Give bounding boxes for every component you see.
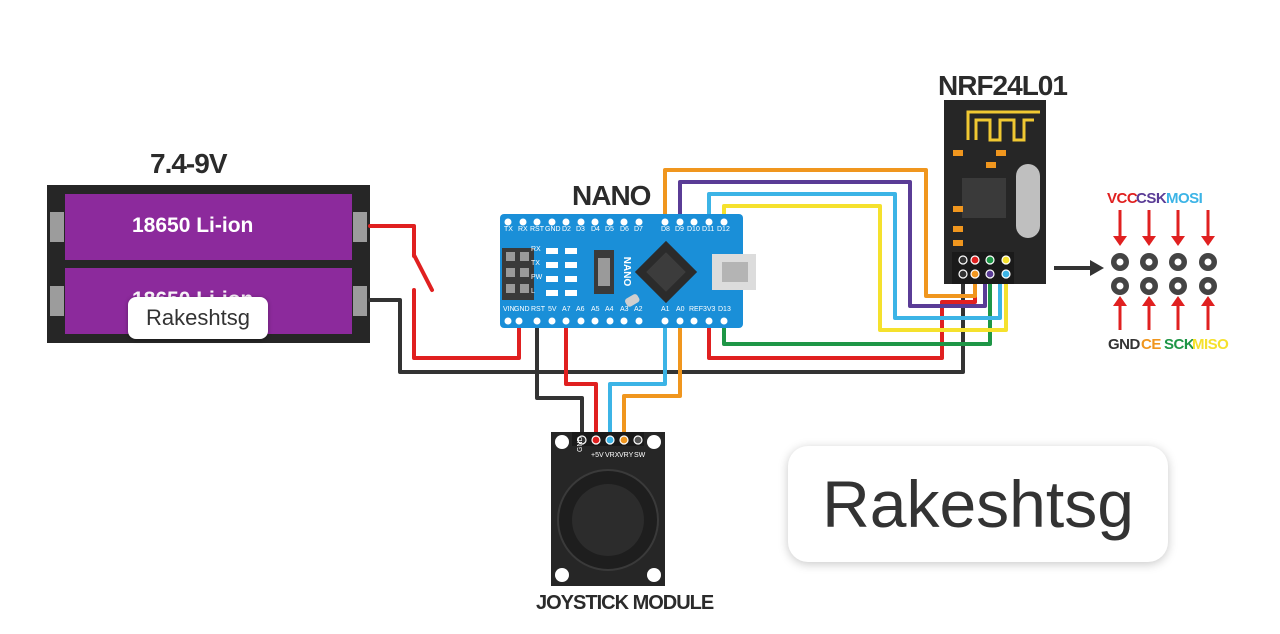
nrf-pinout-legend — [1054, 210, 1217, 330]
nano-pin-label: 3V3 — [703, 306, 716, 313]
nano-top-pin-row — [504, 218, 728, 226]
nano-pin-label: D7 — [634, 226, 643, 233]
nano-pin-label: GND — [545, 226, 561, 233]
battery-watermark: Rakeshtsg — [128, 297, 268, 339]
nano-pin-label: RX — [518, 226, 528, 233]
joystick-module — [551, 432, 665, 586]
nano-pin-label: A6 — [576, 306, 585, 313]
nrf-chip — [962, 178, 1006, 218]
nano-pin-label: D5 — [605, 226, 614, 233]
wire-joystick-gnd — [535, 316, 584, 442]
wires — [368, 168, 1008, 442]
nano-pin-label: A4 — [605, 306, 614, 313]
power-switch — [412, 253, 434, 292]
battery-cell-top-label: 18650 Li-ion — [132, 214, 254, 237]
wire-nrf-csn — [678, 180, 987, 308]
nano-pin-label: RST — [531, 306, 545, 313]
nano-pin-label: D2 — [562, 226, 571, 233]
nano-pin-label: GND — [514, 306, 530, 313]
nano-pin-label: D11 — [702, 226, 715, 233]
nano-led-label: L — [531, 288, 535, 295]
joystick-pin-label: VRY — [619, 452, 634, 459]
nano-title: NANO — [572, 180, 651, 211]
joystick-pin-label: VRX — [605, 452, 620, 459]
wire-joystick-5v — [564, 316, 598, 442]
nrf-pin-csk: CSK — [1136, 190, 1167, 207]
nano-pin-label: D4 — [591, 226, 600, 233]
wire-nrf-mosi — [707, 192, 1002, 320]
joystick-pin-label: SW — [634, 452, 646, 459]
arduino-nano-board — [500, 214, 756, 328]
nano-board-text: NANO — [621, 256, 633, 287]
nano-top-pin-labels: TX RX RST GND D2 D3 D4 D5 D6 D7 D8 D9 D1… — [501, 226, 741, 236]
nano-pin-label: D13 — [718, 306, 731, 313]
nrf-pin-mosi: MOSI — [1166, 190, 1203, 207]
nano-led-label: PW — [531, 274, 543, 281]
battery-terminal — [353, 286, 367, 316]
nano-bottom-pin-labels: VIN GND RST 5V A7 A6 A5 A4 A3 A2 A1 A0 R… — [501, 306, 741, 316]
nano-pin-label: A3 — [620, 306, 629, 313]
nano-pin-label: D8 — [661, 226, 670, 233]
nrf-crystal — [1016, 164, 1040, 238]
nrf-pin-sck: SCK — [1164, 336, 1195, 353]
nano-led-label: RX — [531, 246, 541, 253]
nano-pin-label: D12 — [717, 226, 730, 233]
battery-terminal — [50, 212, 64, 242]
nano-pin-label: 5V — [548, 306, 557, 313]
nano-leds — [546, 248, 577, 296]
nrf-pin-vcc: VCC — [1107, 190, 1138, 207]
nano-pin-label: REF — [689, 306, 703, 313]
wire-joystick-vrx — [608, 316, 667, 442]
joystick-pin-label: +5V — [591, 452, 604, 459]
nano-pin-label: A1 — [661, 306, 670, 313]
nrf-title: NRF24L01 — [938, 70, 1068, 101]
wire-battery-ground — [368, 264, 965, 374]
wire-joystick-vry — [622, 316, 682, 442]
nano-pin-label: D6 — [620, 226, 629, 233]
wire-nrf-miso — [722, 204, 1008, 332]
nrf24l01-module — [944, 100, 1046, 284]
atmega-chip — [634, 240, 698, 304]
nano-pin-label: A0 — [676, 306, 685, 313]
nano-pin-label: RST — [530, 226, 544, 233]
nrf-pin-miso: MISO — [1192, 336, 1229, 353]
nano-bottom-pin-row — [504, 317, 728, 325]
nano-pin-label: TX — [504, 226, 513, 233]
nrf-pin-ce: CE — [1141, 336, 1161, 353]
battery-cell-top — [65, 194, 352, 260]
joystick-title: JOYSTICK MODULE — [536, 592, 714, 614]
nano-pin-label: A2 — [634, 306, 643, 313]
battery-terminal — [50, 286, 64, 316]
nano-led-label: TX — [531, 260, 540, 267]
battery-terminal — [353, 212, 367, 242]
nano-pin-label: D9 — [675, 226, 684, 233]
wire-battery-positive — [368, 224, 416, 258]
wire-switch-to-vin — [412, 288, 521, 360]
antenna-trace — [966, 110, 1040, 142]
joystick-pin-label: GND — [577, 436, 584, 452]
nrf-pin-gnd: GND — [1108, 336, 1140, 353]
wire-nrf-ce — [663, 168, 977, 298]
watermark: Rakeshtsg — [788, 446, 1168, 562]
battery-voltage-label: 7.4-9V — [150, 148, 227, 179]
nano-pin-label: A7 — [562, 306, 571, 313]
battery-holder — [47, 185, 370, 343]
nano-pin-label: D10 — [687, 226, 700, 233]
nano-pin-label: D3 — [576, 226, 585, 233]
nano-pin-label: A5 — [591, 306, 600, 313]
nano-pin-label: VIN — [503, 306, 515, 313]
wire-nrf-sck — [722, 266, 992, 346]
